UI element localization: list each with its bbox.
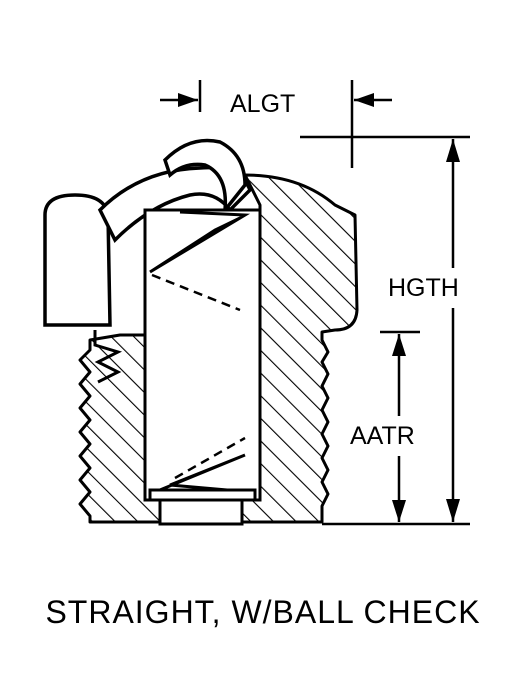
spring-coil-top — [149, 210, 251, 274]
algt-label: ALGT — [230, 90, 295, 118]
hgth-arrow-bottom — [446, 499, 460, 522]
algt-arrow-right — [354, 93, 374, 107]
spring-bore — [143, 208, 262, 502]
diagram-caption: STRAIGHT, W/BALL CHECK — [45, 594, 481, 630]
aatr-label: AATR — [350, 422, 415, 450]
aatr-arrow-top — [392, 334, 406, 356]
bottom-bore — [158, 498, 244, 526]
algt-dimension: ALGT — [160, 80, 392, 168]
spring-coil-hidden-bottom — [174, 436, 246, 480]
aatr-dimension: AATR — [345, 330, 441, 522]
hgth-dimension: HGTH — [300, 135, 478, 526]
fitting-body — [78, 173, 359, 526]
spring-base — [148, 488, 257, 502]
bore-wall — [143, 208, 262, 502]
grease-cap — [43, 193, 112, 327]
inner-thread — [93, 330, 123, 384]
algt-arrow-left — [178, 93, 198, 107]
aatr-arrow-bottom — [392, 500, 406, 522]
spring-coil-hidden-top — [151, 273, 241, 312]
body-section — [240, 173, 359, 524]
hgth-label: HGTH — [388, 274, 459, 302]
hgth-arrow-top — [446, 139, 460, 162]
bail-hook — [97, 165, 253, 243]
